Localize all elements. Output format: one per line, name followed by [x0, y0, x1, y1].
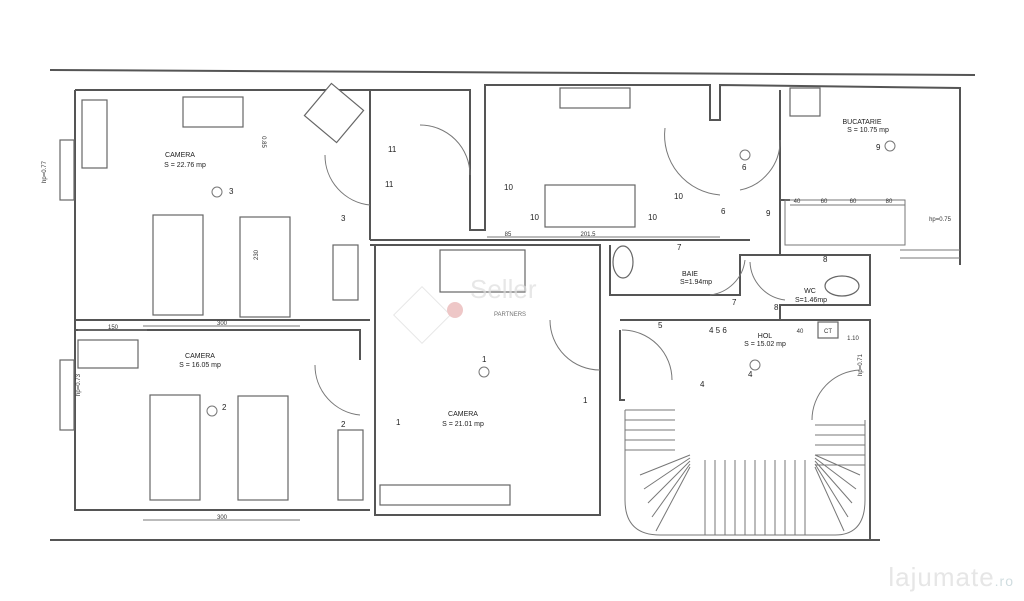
agency-watermark: Seller PARTNERS — [393, 274, 537, 344]
marker: 9 — [876, 143, 881, 152]
dimension-label: 85 — [505, 232, 512, 238]
switch-marker: 4 — [700, 380, 705, 389]
staircase — [624, 409, 866, 536]
svg-text:Seller: Seller — [470, 274, 537, 304]
marker: 5 — [658, 321, 663, 330]
stair-tread — [814, 463, 849, 518]
height-label: hp=0.77 — [42, 160, 48, 183]
stair-tread — [643, 457, 691, 490]
room-name-camera-1: CAMERA — [165, 152, 195, 159]
dimension-label: 201.5 — [580, 232, 596, 238]
dimension-label: 0.85 — [260, 136, 266, 148]
room-area-wc: S=1.46mp — [795, 297, 827, 304]
height-label: hp=0.71 — [858, 353, 864, 376]
switch-marker: 8 — [774, 303, 779, 312]
room-area-bucatarie: S = 10.75 mp — [847, 127, 889, 134]
height-label: 40 — [797, 329, 804, 335]
room-area-camera-1: S = 22.76 mp — [164, 162, 206, 169]
stair-tread — [651, 463, 691, 518]
dimension-label: 150 — [108, 325, 119, 331]
height-label: hp=0.73 — [76, 373, 82, 396]
dimension-label: 300 — [217, 515, 228, 521]
furniture — [59, 82, 860, 506]
stair-tread — [647, 460, 691, 504]
stair-tread — [624, 410, 866, 536]
marker: 1 — [482, 355, 487, 364]
room-area-hol: S = 15.02 mp — [744, 341, 786, 348]
stair-tread — [814, 460, 853, 504]
dimension-label: 300 — [217, 321, 228, 327]
switch-marker: 10 — [504, 183, 513, 192]
height-label: 1.10 — [847, 336, 859, 342]
marker: 8 — [823, 255, 828, 264]
room-name-baie: BAIE — [682, 271, 698, 278]
marker: 7 — [677, 243, 682, 252]
room-name-bucatarie: BUCATARIE — [842, 119, 881, 126]
site-watermark-tld: .ro — [994, 573, 1014, 589]
marker: 4 — [748, 370, 753, 379]
room-area-baie: S=1.94mp — [680, 279, 712, 286]
room-name-camera-3: CAMERA — [448, 411, 478, 418]
marker: 11 — [385, 180, 394, 189]
switch-marker: 2 — [341, 420, 346, 429]
light-fixtures — [206, 140, 896, 417]
dimension-label: 60 — [821, 199, 828, 205]
dimension-label: 230 — [254, 249, 260, 260]
room-area-camera-2: S = 16.05 mp — [179, 362, 221, 369]
room-name-hol: HOL — [758, 333, 773, 340]
site-watermark-name: lajumate — [888, 562, 995, 592]
switch-marker: 11 — [388, 145, 397, 154]
doors — [314, 124, 861, 421]
stair-tread — [814, 457, 857, 490]
ct-label: CT — [824, 329, 832, 335]
site-watermark: lajumate.ro — [888, 562, 1014, 593]
marker: 3 — [229, 187, 234, 196]
walls — [49, 69, 976, 541]
stair-tread — [655, 466, 691, 532]
marker: 6 — [742, 163, 747, 172]
switch-marker: 10 — [674, 192, 683, 201]
stair-tread — [814, 466, 845, 532]
switch-marker: 1 — [583, 396, 588, 405]
room-name-wc: WC — [804, 288, 816, 295]
svg-text:PARTNERS: PARTNERS — [494, 312, 526, 318]
marker: 10 — [530, 213, 539, 222]
switch-marker: 4 5 6 — [709, 326, 727, 335]
room-area-camera-3: S = 21.01 mp — [442, 421, 484, 428]
stair-tread — [814, 454, 861, 476]
height-label: hp=0.75 — [929, 217, 952, 223]
marker: 10 — [648, 213, 657, 222]
switch-marker: 1 — [396, 418, 401, 427]
marker: 2 — [222, 403, 227, 412]
dimension-label: 40 — [794, 199, 801, 205]
switch-marker: 7 — [732, 298, 737, 307]
dimension-label: 80 — [886, 199, 893, 205]
switch-marker: 6 — [721, 207, 726, 216]
switch-marker: 9 — [766, 209, 771, 218]
room-name-camera-2: CAMERA — [185, 353, 215, 360]
stair-tread — [639, 454, 691, 476]
switch-marker: 3 — [341, 214, 346, 223]
dimension-label: 60 — [850, 199, 857, 205]
dimension-lines — [78, 204, 905, 521]
